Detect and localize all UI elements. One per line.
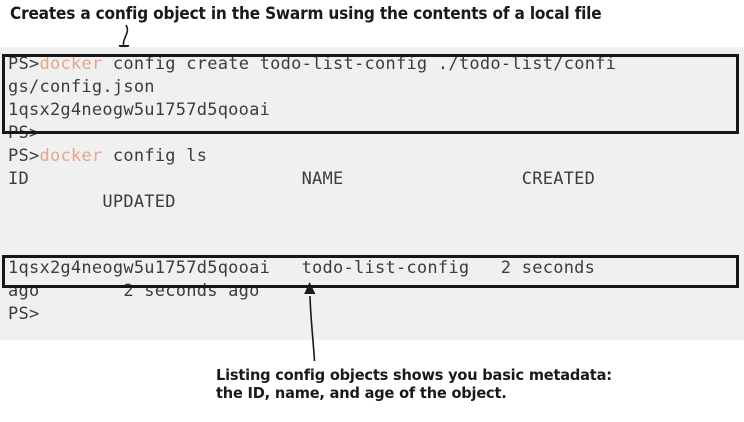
terminal-line: PS>docker config ls — [8, 146, 207, 167]
terminal-line-config-id: 1qsx2g4neogw5u1757d5qooai — [8, 100, 270, 121]
table-header-row-wrapped: UPDATED — [8, 192, 176, 213]
command-args: config create todo-list-config ./todo-li… — [102, 54, 617, 74]
table-row-values-wrapped: ago 2 seconds ago — [8, 281, 260, 301]
shell-prompt: PS> — [8, 123, 40, 143]
shell-prompt: PS> — [8, 54, 40, 74]
bottom-annotation-caption: Listing config objects shows you basic m… — [216, 366, 612, 403]
table-row-wrapped: ago 2 seconds ago — [8, 281, 260, 302]
shell-prompt: PS> — [8, 146, 40, 166]
table-header-row: ID NAME CREATED — [8, 169, 595, 190]
table-header-updated: UPDATED — [8, 192, 176, 212]
shell-prompt: PS> — [8, 304, 40, 324]
table-row: 1qsx2g4neogw5u1757d5qooai todo-list-conf… — [8, 258, 595, 279]
config-id-output: 1qsx2g4neogw5u1757d5qooai — [8, 100, 271, 120]
terminal-line: PS> — [8, 304, 39, 325]
command-args-wrapped: gs/config.json — [8, 77, 155, 97]
up-arrow-icon — [304, 282, 316, 362]
terminal-line: PS>docker config create todo-list-config… — [8, 54, 616, 75]
terminal-panel: PS>docker config create todo-list-config… — [0, 47, 744, 340]
terminal-line: PS> — [8, 123, 39, 144]
table-headers: ID NAME CREATED — [8, 169, 596, 189]
command-keyword: docker — [39, 54, 103, 74]
command-args: config ls — [102, 146, 208, 166]
top-annotation-caption: Creates a config object in the Swarm usi… — [10, 4, 602, 23]
command-keyword: docker — [39, 146, 103, 166]
terminal-line: gs/config.json — [8, 77, 155, 98]
table-row-values: 1qsx2g4neogw5u1757d5qooai todo-list-conf… — [8, 258, 596, 278]
